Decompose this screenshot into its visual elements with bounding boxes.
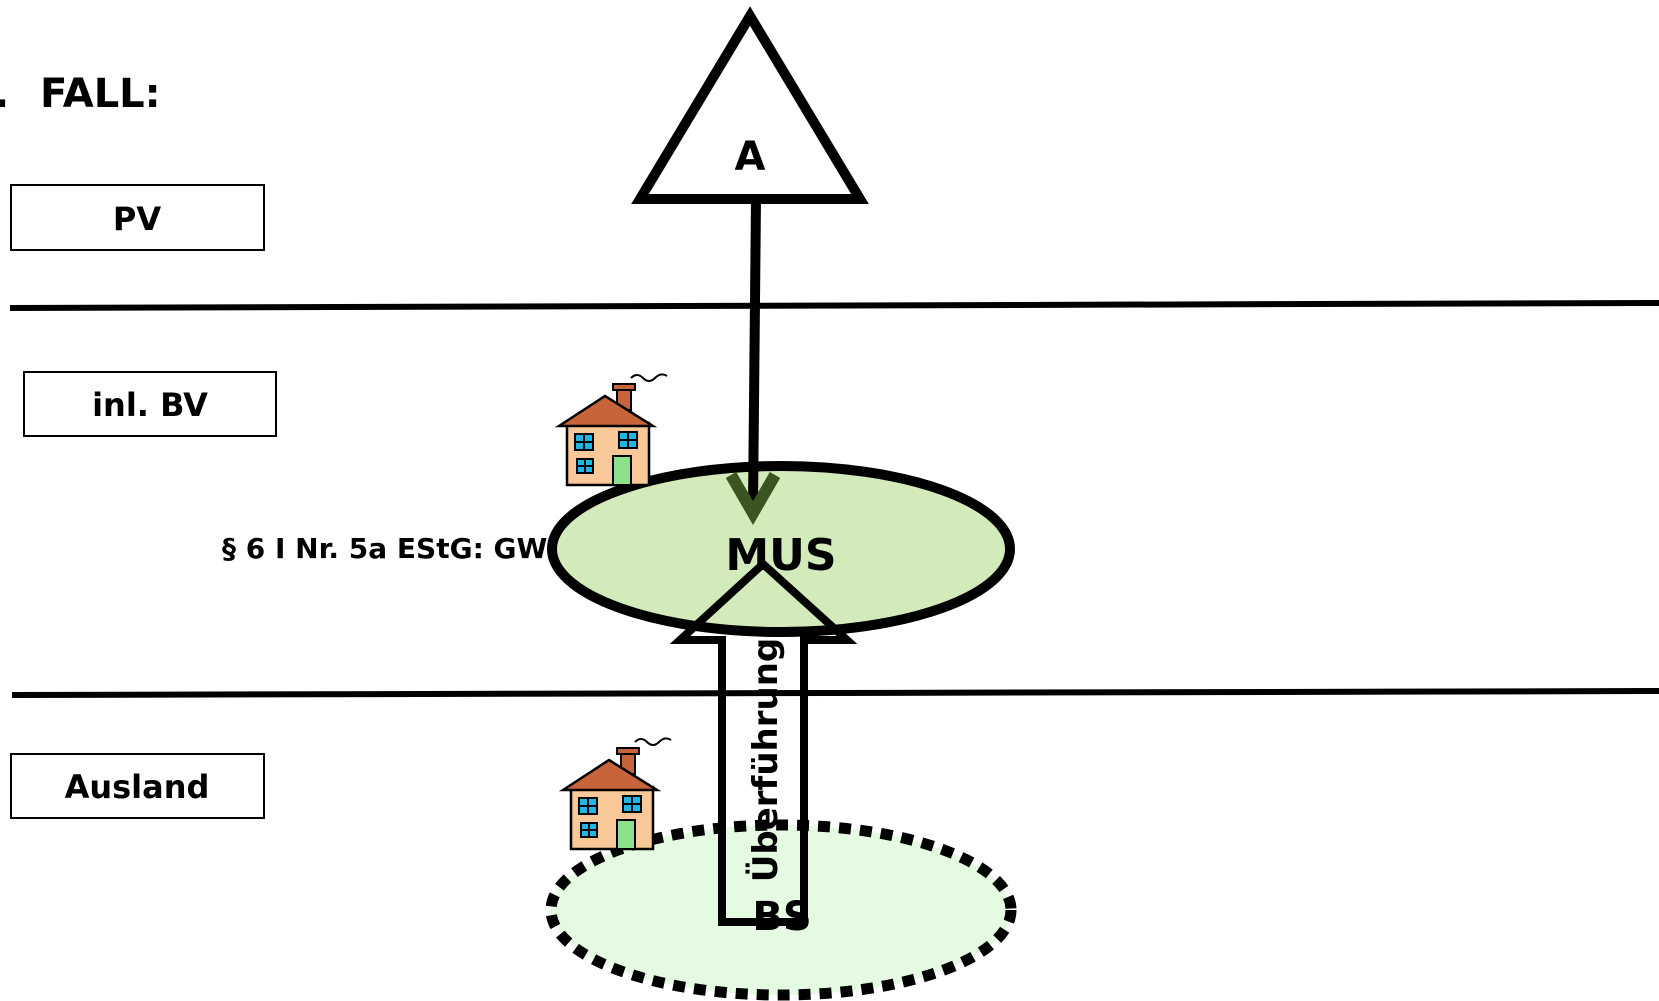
house-icon bbox=[558, 737, 672, 851]
separator-line-bottom bbox=[11, 688, 1659, 698]
parent-ellipse bbox=[547, 461, 1015, 637]
owner-triangle bbox=[631, 6, 869, 204]
zone-label-pv-text: PV bbox=[113, 200, 161, 238]
zone-label-ausland-text: Ausland bbox=[65, 768, 210, 806]
zone-label-inland: inl. BV bbox=[23, 371, 277, 437]
zone-label-inland-text: inl. BV bbox=[92, 386, 208, 424]
ownership-arrow-head bbox=[725, 471, 781, 525]
branch-ellipse bbox=[545, 819, 1017, 1001]
zone-label-ausland: Ausland bbox=[10, 753, 265, 819]
transfer-arrow-label: Überführung bbox=[745, 638, 786, 883]
house-icon bbox=[554, 373, 668, 487]
zone-label-pv: PV bbox=[10, 184, 265, 251]
ownership-arrow-line bbox=[748, 198, 761, 506]
separator-line-top bbox=[9, 300, 1659, 311]
title-prefix: . bbox=[0, 71, 9, 117]
rule-text: § 6 I Nr. 5a EStG: GW bbox=[222, 532, 547, 565]
parent-label: MUS bbox=[725, 530, 836, 581]
page-title: FALL: bbox=[40, 71, 161, 117]
owner-label: A bbox=[735, 134, 766, 180]
transfer-arrow bbox=[669, 558, 858, 926]
